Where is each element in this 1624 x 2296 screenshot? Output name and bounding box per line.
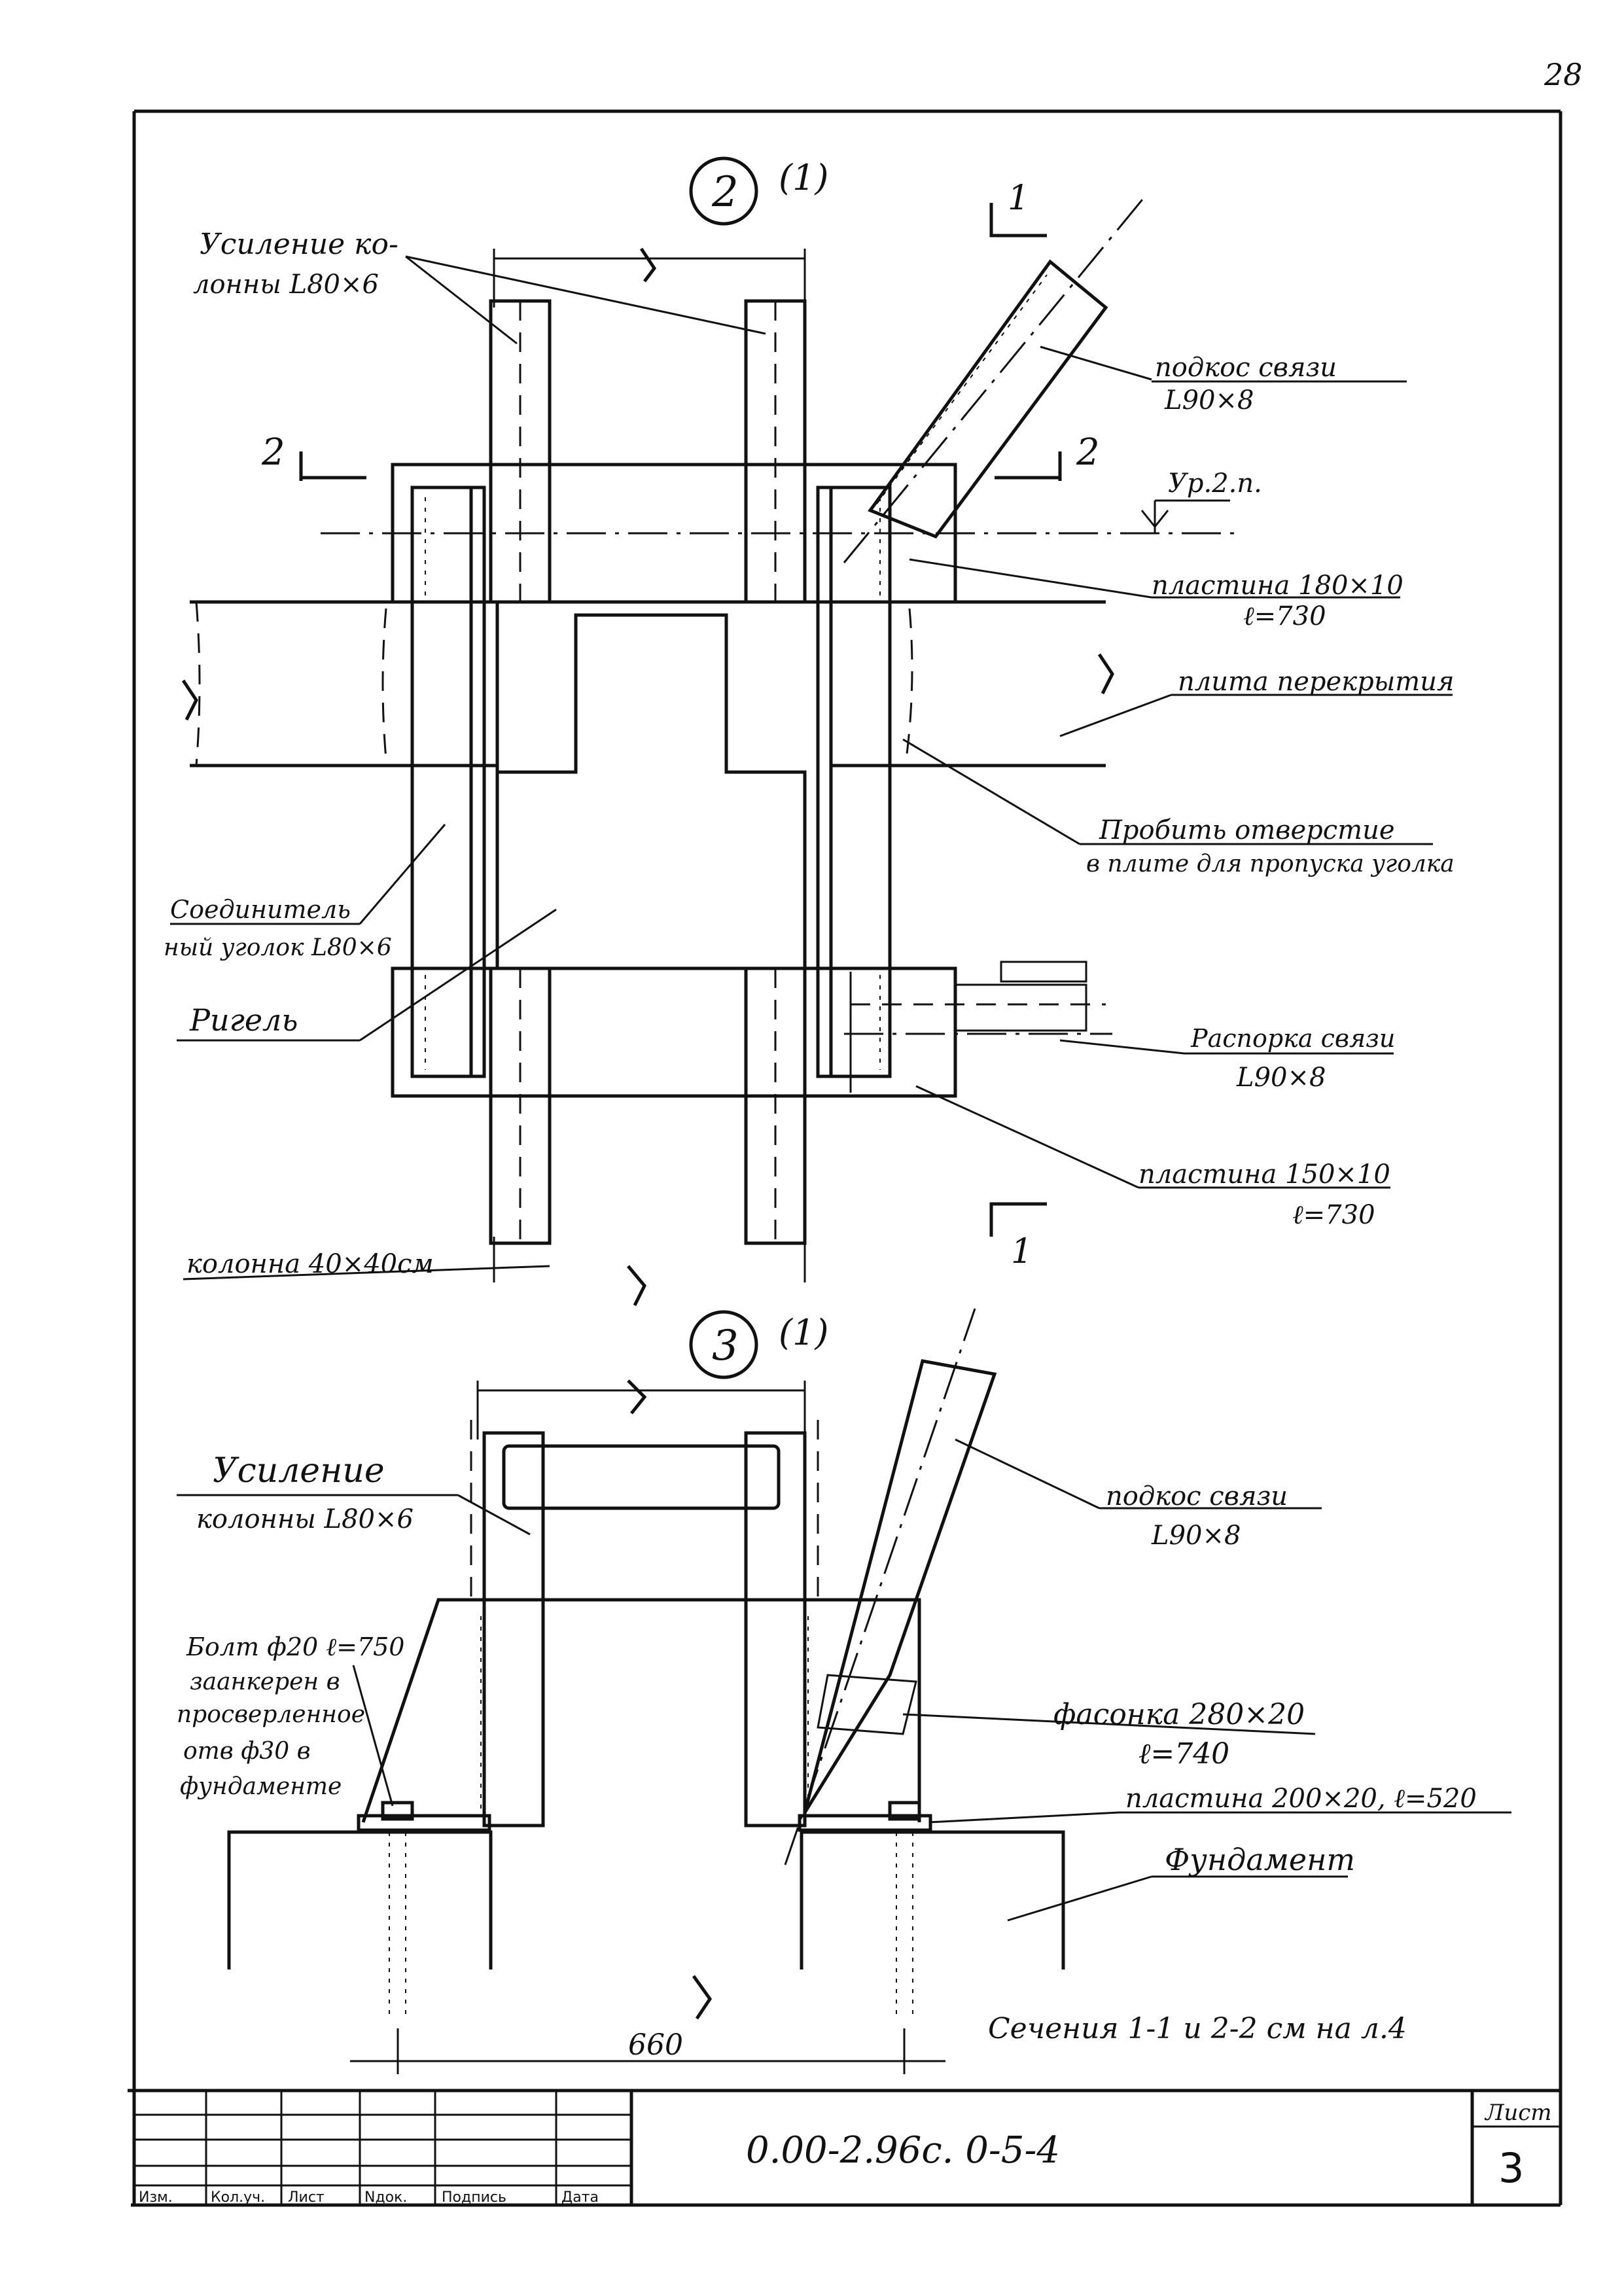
tb-col-izm: Изм. [139, 2189, 173, 2206]
label-gusset-1: фасонка 280×20 [1053, 1698, 1305, 1731]
label-bolt-1: Болт ф20 ℓ=750 [186, 1633, 404, 1661]
tb-sheet-label: Лист [1484, 2100, 1552, 2126]
bolt-nut-right [888, 1801, 921, 1821]
label-column-reinf-1: Усиление ко- [200, 228, 398, 261]
bolt-nut-left [381, 1801, 414, 1821]
base-plate-left [357, 1814, 491, 1832]
girder-section-3 [502, 1444, 781, 1510]
label-bolt-3: просверленное [177, 1701, 365, 1728]
label-3-brace-2: L90×8 [1151, 1521, 1241, 1551]
detail-3-circle [689, 1310, 758, 1379]
label-plate-top-2: ℓ=730 [1243, 601, 1326, 631]
section-mark-1-bottom [989, 1202, 1047, 1237]
plate-bottom [391, 966, 957, 1098]
label-strut-2: L90×8 [1236, 1063, 1326, 1093]
svg-text:2: 2 [1076, 431, 1100, 474]
svg-text:2: 2 [261, 431, 285, 474]
label-strut-1: Распорка связи [1190, 1024, 1395, 1053]
label-plate-3: пластина 200×20, ℓ=520 [1125, 1784, 1477, 1814]
column-3-right [744, 1431, 807, 1828]
label-3-column-reinf-2: колонны L80×6 [196, 1504, 414, 1534]
label-punch-2: в плите для пропуска уголка [1086, 851, 1455, 877]
label-brace-1: подкос связи [1155, 353, 1337, 383]
brace-upper [868, 259, 1108, 539]
label-girder: Ригель [189, 1002, 298, 1038]
tb-col-kol: Кол.уч. [211, 2189, 265, 2206]
detail-3-number: 3 [712, 1322, 739, 1370]
brace-lower [803, 1359, 997, 1814]
tb-code: 0.00-2.96с. 0-5-4 [746, 2129, 1060, 2172]
label-connector-2: ный уголок L80×6 [164, 934, 392, 961]
label-bolt-5: фундаменте [180, 1773, 342, 1800]
note-sections: Сечения 1-1 и 2-2 см на л.4 [988, 2012, 1407, 2045]
label-plate-bottom-2: ℓ=730 [1292, 1200, 1375, 1230]
tb-col-ndok: Nдок. [364, 2189, 407, 2206]
label-connector-1: Соединитель [170, 895, 351, 924]
label-bolt-2: заанкерен в [190, 1669, 340, 1695]
label-bolt-4: отв ф30 в [183, 1738, 311, 1765]
foundation-right [800, 1830, 1065, 1969]
strut-plan [954, 983, 1087, 1032]
section-mark-1-top [989, 203, 1047, 238]
detail-2-number: 2 [711, 168, 739, 217]
connector-angle-right [816, 486, 892, 1078]
label-brace-2: L90×8 [1164, 385, 1254, 415]
sheet-frame [132, 109, 1562, 2205]
svg-text:1: 1 [1011, 1232, 1033, 1271]
label-3-column-reinf-1: Усиление [213, 1451, 385, 1491]
label-column-reinf-2: лонны L80×6 [193, 270, 379, 300]
column-3-left [482, 1431, 545, 1828]
connector-angle-left [410, 486, 486, 1078]
gusset [361, 1598, 921, 1823]
label-punch-1: Пробить отверстие [1099, 815, 1395, 845]
detail-3-ref: (1) [779, 1312, 829, 1353]
svg-text:1: 1 [1008, 179, 1029, 218]
page-number: 28 [1544, 57, 1583, 92]
title-block: Изм. Кол.уч. Лист Nдок. Подпись Дата 0.0… [128, 2089, 1561, 2207]
label-plate-top-1: пластина 180×10 [1152, 571, 1403, 601]
label-plate-bottom-1: пластина 150×10 [1139, 1159, 1390, 1190]
girder-outline [495, 602, 807, 968]
label-gusset-2: ℓ=740 [1139, 1737, 1229, 1771]
tb-col-podpis: Подпись [442, 2189, 506, 2206]
dimension-660-label: 660 [628, 2028, 683, 2062]
tb-col-list: Лист [288, 2189, 325, 2206]
detail-2-ref: (1) [779, 157, 829, 198]
label-foundation: Фундамент [1165, 1842, 1355, 1877]
label-slab: плита перекрытия [1178, 667, 1454, 697]
level-label: Ур.2.п. [1168, 468, 1262, 499]
tb-sheet-no: 3 [1498, 2144, 1524, 2192]
tb-col-data: Дата [561, 2189, 599, 2206]
detail-2-circle [689, 156, 758, 226]
foundation-left [227, 1830, 493, 1969]
detail-3: 3 (1) [177, 1308, 1511, 2074]
detail-2: 2 (1) Ур.2.п. [164, 156, 1455, 1307]
label-3-brace-1: подкос связи [1106, 1481, 1288, 1511]
